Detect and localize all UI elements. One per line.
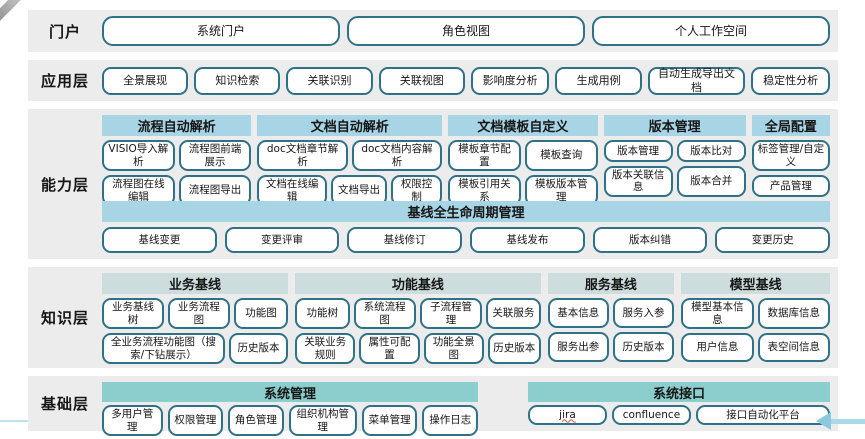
multi-user-management: 多用户管理 [102, 405, 163, 437]
section-version-management: 版本管理 版本管理 版本比对 版本关联信息 版本合并 [603, 115, 746, 197]
portal-personal-workspace: 个人工作空间 [592, 16, 830, 46]
layer-capability-label: 能力层 [40, 175, 89, 194]
version-relation-info: 版本关联信息 [603, 165, 673, 197]
function-history-version: 历史版本 [487, 333, 541, 365]
subprocess-management: 子流程管理 [419, 298, 483, 330]
app-generate-usecase: 生成用例 [555, 66, 642, 95]
visio-import-parse: VISIO导入解析 [102, 140, 175, 172]
version-compare: 版本比对 [676, 140, 746, 162]
section-system-management: 系统管理 多用户管理 权限管理 角色管理 组织机构管理 菜单管理 操作日志 [102, 382, 478, 437]
section-document-auto-parsing-title: 文档自动解析 [257, 115, 443, 136]
jira-label: jira [559, 408, 576, 421]
model-basic-info: 模型基本信息 [681, 298, 754, 330]
app-auto-generate-export-doc: 自动生成导出文档 [647, 66, 746, 95]
left-arrow-icon [816, 412, 831, 430]
role-management: 角色管理 [228, 405, 284, 437]
baseline-revision: 基线修订 [347, 227, 463, 253]
function-tree: 功能树 [295, 298, 350, 330]
doc-content-parse: doc文档内容解析 [351, 140, 443, 172]
app-stability-analysis: 稳定性分析 [751, 66, 830, 95]
corner-fold-decoration [0, 0, 28, 24]
baseline-release: 基线发布 [470, 227, 585, 253]
section-business-baseline-title: 业务基线 [102, 273, 289, 294]
change-history: 变更历史 [715, 227, 831, 253]
section-system-interface-title: 系统接口 [528, 382, 830, 402]
layer-application-label: 应用层 [40, 72, 89, 90]
app-knowledge-search: 知识检索 [194, 66, 281, 95]
section-doc-template-customization: 文档模板自定义 模板章节配置 模板查询 模板引用关系 模板版本管理 [448, 115, 598, 207]
system-flowchart: 系统流程图 [353, 298, 416, 330]
section-service-baseline-title: 服务基线 [547, 273, 675, 294]
product-management: 产品管理 [751, 175, 830, 197]
business-baseline-tree: 业务基线树 [102, 298, 164, 330]
permission-management: 权限管理 [167, 405, 224, 437]
service-basic-info: 基本信息 [547, 298, 609, 328]
section-process-auto-parsing: 流程自动解析 VISIO导入解析 流程图前端展示 流程图在线编辑 流程图导出 [102, 115, 252, 207]
portal-role-view: 角色视图 [347, 16, 585, 46]
layer-foundation-label: 基础层 [40, 395, 89, 413]
tag-management-custom: 标签管理/自定义 [751, 140, 830, 172]
related-services: 关联服务 [486, 298, 541, 330]
layer-knowledge: 知识层 业务基线 业务基线树 业务流程图 功能图 全业务流程功能图（搜索/下钻展… [28, 267, 838, 368]
section-model-baseline: 模型基线 模型基本信息 数据库信息 用户信息 表空间信息 [681, 273, 830, 362]
operation-log: 操作日志 [422, 405, 478, 437]
related-business-rules: 关联业务规则 [295, 333, 356, 365]
section-system-management-title: 系统管理 [102, 382, 478, 402]
app-relation-view: 关联视图 [378, 66, 465, 95]
layer-portal-label: 门户 [48, 22, 81, 41]
section-system-interface: 系统接口 jira confluence 接口自动化平台 [528, 382, 831, 425]
baseline-lifecycle-row: 基线变更 变更评审 基线修订 基线发布 版本纠错 变更历史 [102, 227, 831, 253]
layer-foundation: 基础层 系统管理 多用户管理 权限管理 角色管理 组织机构管理 菜单管理 操作日… [28, 376, 838, 437]
baseline-change: 基线变更 [102, 227, 217, 253]
template-query: 模板查询 [524, 140, 598, 172]
portal-system-portal: 系统门户 [102, 16, 340, 46]
service-output-params: 服务出参 [547, 332, 609, 362]
app-impact-analysis: 影响度分析 [470, 66, 550, 95]
function-panorama: 功能全景图 [423, 333, 484, 365]
tablespace-info: 表空间信息 [757, 333, 830, 362]
layer-capability: 能力层 流程自动解析 VISIO导入解析 流程图前端展示 流程图在线编辑 流程图… [28, 109, 838, 259]
section-function-baseline: 功能基线 功能树 系统流程图 子流程管理 关联服务 关联业务规则 属性可配置 功… [295, 273, 541, 365]
section-doc-template-customization-title: 文档模板自定义 [448, 115, 598, 136]
section-process-auto-parsing-title: 流程自动解析 [102, 115, 252, 136]
section-function-baseline-title: 功能基线 [295, 273, 541, 294]
layer-application: 应用层 全景展现 知识检索 关联识别 关联视图 影响度分析 生成用例 自动生成导… [28, 60, 838, 101]
app-panorama-display: 全景展现 [102, 66, 189, 95]
baseline-lifecycle-title: 基线全生命周期管理 [102, 201, 830, 222]
service-history-version: 历史版本 [612, 332, 675, 362]
version-merge: 版本合并 [676, 165, 746, 197]
section-business-baseline: 业务基线 业务基线树 业务流程图 功能图 全业务流程功能图（搜索/下钻展示） 历… [102, 273, 289, 365]
section-version-management-title: 版本管理 [603, 115, 746, 136]
full-business-flow-function-map: 全业务流程功能图（搜索/下钻展示） [102, 333, 225, 365]
configurable-attributes: 属性可配置 [359, 333, 420, 365]
layer-portal: 门户 系统门户 角色视图 个人工作空间 [28, 10, 838, 52]
flowchart-frontend-display: 流程图前端展示 [178, 140, 252, 172]
function-diagram: 功能图 [233, 298, 289, 330]
user-info: 用户信息 [681, 333, 754, 362]
business-flowchart: 业务流程图 [167, 298, 230, 330]
jira-interface: jira [528, 405, 607, 425]
version-management: 版本管理 [603, 140, 673, 162]
service-input-params: 服务入参 [612, 298, 675, 328]
section-document-auto-parsing: 文档自动解析 doc文档章节解析 doc文档内容解析 文档在线编辑 文档导出 权… [257, 115, 443, 207]
left-arrow-shaft [829, 419, 865, 424]
organization-management: 组织机构管理 [288, 405, 357, 437]
version-correction: 版本纠错 [592, 227, 708, 253]
menu-management: 菜单管理 [361, 405, 418, 437]
section-model-baseline-title: 模型基线 [681, 273, 830, 294]
template-chapter-config: 模板章节配置 [448, 140, 521, 172]
section-global-config: 全局配置 标签管理/自定义 产品管理 [751, 115, 830, 197]
app-relation-identify: 关联识别 [286, 66, 373, 95]
layer-knowledge-label: 知识层 [40, 309, 89, 327]
database-info: 数据库信息 [757, 298, 830, 330]
doc-chapter-parse: doc文档章节解析 [257, 140, 348, 172]
confluence-interface: confluence [611, 405, 691, 425]
section-global-config-title: 全局配置 [751, 115, 830, 136]
business-history-version: 历史版本 [228, 333, 289, 365]
section-service-baseline: 服务基线 基本信息 服务入参 服务出参 历史版本 [547, 273, 675, 362]
interface-automation-platform: 接口自动化平台 [695, 405, 831, 425]
change-review: 变更评审 [224, 227, 340, 253]
architecture-diagram: 门户 系统门户 角色视图 个人工作空间 应用层 全景展现 知识检索 关联识别 关… [28, 10, 838, 439]
